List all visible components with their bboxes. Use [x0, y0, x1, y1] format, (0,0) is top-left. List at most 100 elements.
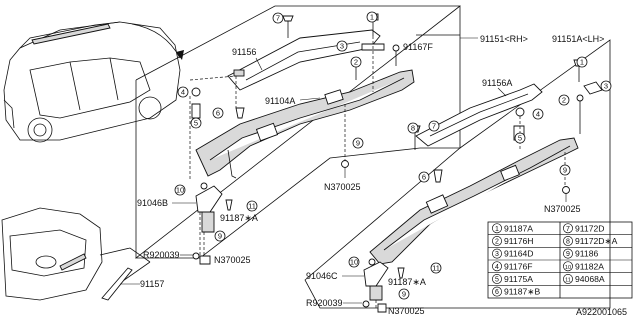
legend-row-6: 6 91187∗B	[492, 287, 540, 297]
svg-text:2: 2	[562, 96, 566, 105]
callout-7: 7	[428, 120, 440, 132]
svg-text:3: 3	[495, 251, 499, 258]
svg-text:9: 9	[563, 166, 567, 175]
svg-text:4: 4	[495, 264, 499, 271]
svg-text:91175A: 91175A	[504, 274, 533, 284]
label-91104a: 91104A	[265, 96, 295, 106]
svg-text:10: 10	[565, 265, 571, 271]
svg-text:6: 6	[422, 173, 426, 182]
callout-9: 9	[398, 288, 410, 300]
callout-1: 1	[576, 56, 588, 68]
lh-bracket-cluster	[362, 258, 405, 313]
legend-row-4: 4 91176F	[492, 261, 533, 271]
callout-9: 9	[214, 230, 226, 242]
document-number: A922001065	[576, 307, 627, 317]
svg-text:91172D∗A: 91172D∗A	[575, 236, 618, 246]
label-91167f: 91167F	[403, 42, 433, 52]
rh-roof-rail	[195, 69, 415, 179]
callout-9: 9	[559, 164, 571, 176]
svg-text:6: 6	[495, 289, 499, 296]
part-91157: 91157	[101, 267, 164, 301]
svg-text:8: 8	[566, 238, 570, 245]
svg-text:7: 7	[432, 122, 436, 131]
callout-8: 8	[407, 122, 419, 134]
callout-2: 2	[350, 56, 362, 68]
callout-10: 10	[174, 184, 186, 196]
svg-text:8: 8	[411, 124, 415, 133]
rear-illustration	[1, 207, 151, 301]
label-91187a-bottom: 91187∗A	[388, 277, 426, 287]
label-r920039-bottom: R920039	[306, 298, 343, 308]
rh-bracket-cluster	[192, 182, 233, 265]
svg-text:91176F: 91176F	[504, 261, 533, 271]
callout-5: 5	[190, 117, 202, 129]
label-91046c: 91046C	[306, 271, 338, 281]
svg-text:5: 5	[518, 134, 522, 143]
callout-9: 9	[352, 137, 364, 149]
label-r920039-left: R920039	[143, 250, 180, 260]
callout-3: 3	[336, 40, 348, 52]
svg-text:7: 7	[566, 226, 570, 233]
vehicle-illustration	[3, 21, 184, 143]
callout-7: 7	[272, 12, 284, 24]
legend-row-5: 5 91175A	[492, 274, 533, 284]
label-91156: 91156	[232, 47, 256, 57]
svg-text:91187A: 91187A	[504, 223, 533, 233]
svg-text:91186: 91186	[575, 249, 598, 259]
label-91157: 91157	[140, 279, 164, 289]
lh-roof-rail	[369, 137, 579, 265]
label-91151-rh: 91151<RH>	[480, 34, 528, 44]
callout-4: 4	[177, 86, 189, 98]
legend-row-10: 10 91182A	[563, 261, 604, 271]
label-91187a-left: 91187∗A	[220, 213, 258, 223]
svg-text:5: 5	[495, 276, 499, 283]
callout-6: 6	[212, 107, 224, 119]
label-n370025-center: N370025	[324, 182, 361, 192]
svg-text:11: 11	[248, 202, 256, 211]
label-n370025-left: N370025	[214, 255, 251, 265]
svg-text:91182A: 91182A	[575, 261, 604, 271]
legend-row-7: 7 91172D	[563, 223, 604, 233]
callout-11: 11	[246, 200, 258, 212]
svg-text:91164D: 91164D	[504, 249, 533, 259]
svg-text:4: 4	[536, 110, 540, 119]
svg-text:7: 7	[276, 14, 280, 23]
legend-row-3: 3 91164D	[492, 249, 533, 259]
svg-text:2: 2	[495, 238, 499, 245]
svg-text:4: 4	[181, 88, 185, 97]
label-91151a-lh: 91151A<LH>	[552, 34, 604, 44]
svg-text:9: 9	[356, 139, 360, 148]
callout-2: 2	[558, 94, 570, 106]
label-n370025-bottom: N370025	[388, 306, 425, 316]
svg-text:10: 10	[176, 186, 184, 195]
svg-text:1: 1	[580, 58, 584, 67]
legend-row-9: 9 91186	[563, 249, 598, 259]
legend-row-8: 8 91172D∗A	[563, 236, 618, 246]
legend-row-11: 11 94068A	[563, 274, 605, 284]
svg-text:94068A: 94068A	[575, 274, 605, 284]
lh-roof-rail-cover	[415, 83, 543, 147]
svg-text:91176H: 91176H	[504, 236, 533, 246]
label-91046b: 91046B	[137, 198, 168, 208]
svg-text:2: 2	[354, 58, 358, 67]
label-91156a: 91156A	[482, 78, 512, 88]
svg-text:91187∗B: 91187∗B	[504, 287, 540, 297]
svg-text:9: 9	[402, 290, 406, 299]
svg-text:11: 11	[565, 277, 571, 283]
callout-6: 6	[418, 171, 430, 183]
svg-text:3: 3	[340, 42, 344, 51]
svg-text:3: 3	[604, 82, 608, 91]
svg-text:11: 11	[432, 264, 440, 273]
svg-text:9: 9	[566, 251, 570, 258]
callout-10: 10	[348, 256, 360, 268]
svg-text:91172D: 91172D	[575, 223, 604, 233]
label-n370025-right: N370025	[544, 204, 581, 214]
svg-text:10: 10	[350, 258, 358, 267]
callout-11: 11	[430, 262, 442, 274]
svg-text:5: 5	[194, 119, 198, 128]
callout-3: 3	[600, 80, 612, 92]
